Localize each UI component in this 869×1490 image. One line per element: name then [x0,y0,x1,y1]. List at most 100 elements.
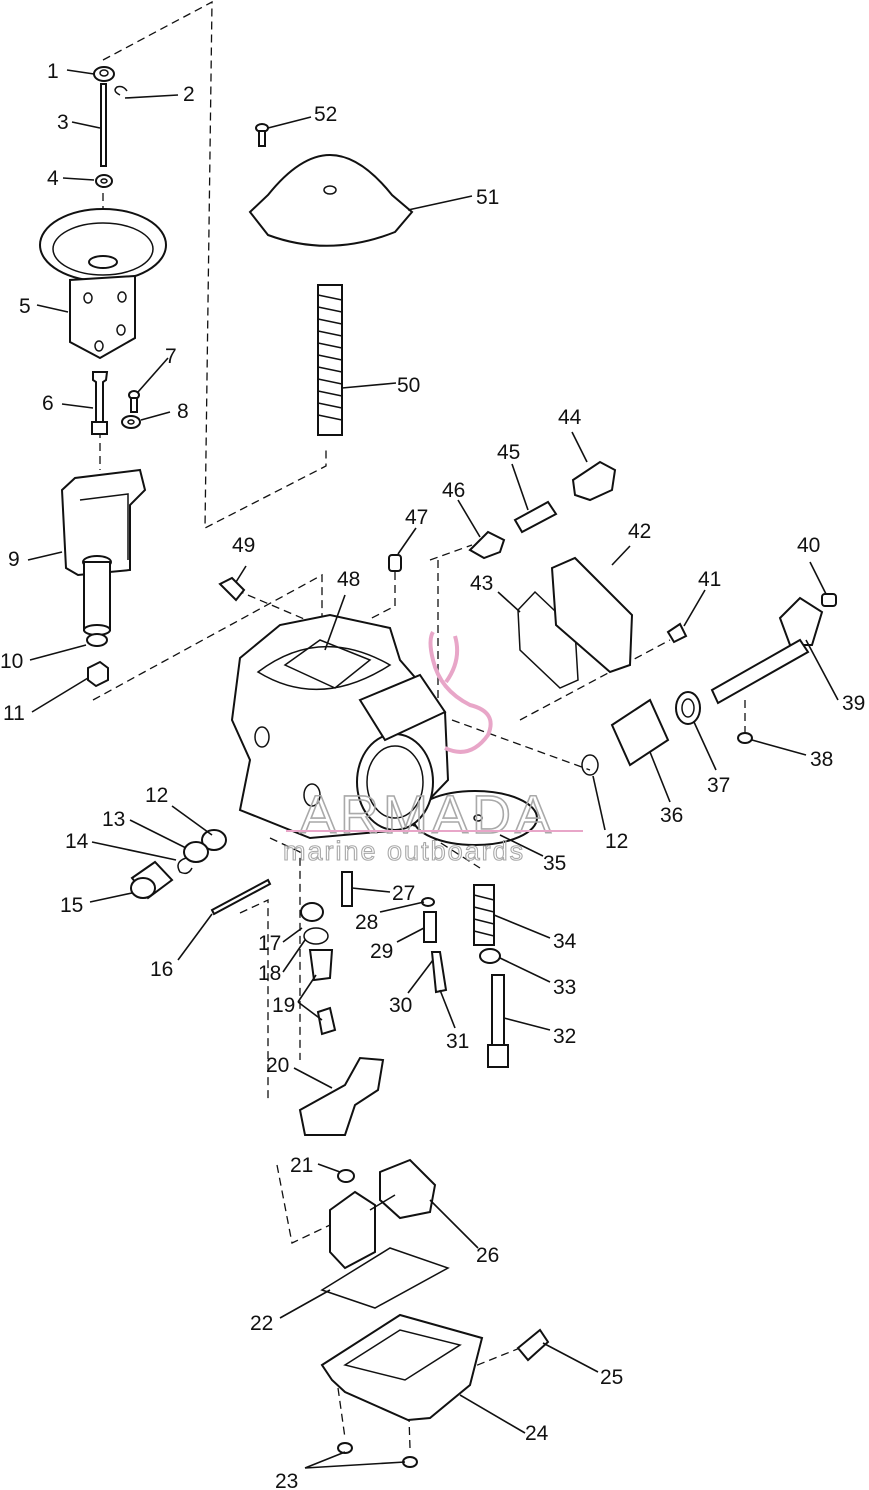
part-screw-27 [341,871,353,907]
part-washer-13 [183,841,209,863]
part-washer-10 [86,633,108,647]
callout-8: 8 [177,400,189,423]
part-washer-8 [121,415,141,429]
callout-48: 48 [337,568,360,591]
watermark-brand: ARMADA [300,785,555,845]
callout-13: 13 [102,808,125,831]
callout-11: 11 [3,702,25,725]
part-screw-32 [487,974,509,1068]
callout-44: 44 [558,406,582,429]
callout-32: 32 [553,1025,576,1048]
callout-39: 39 [842,692,865,715]
callout-19: 19 [272,994,295,1017]
part-nut-1 [93,66,115,82]
part-throttle-shaft-39 [710,596,824,705]
callout-50: 50 [397,374,420,397]
part-washer-33 [479,948,501,964]
part-slide-9 [60,468,147,636]
part-cover-42 [550,556,634,674]
part-spring-29 [423,911,437,943]
part-float-26 [329,1158,437,1270]
part-plunger-46 [468,530,506,560]
part-seal-12-left [201,829,227,851]
callout-10: 10 [0,650,23,673]
part-oring-18 [303,927,329,945]
callout-42: 42 [628,520,651,543]
callout-22: 22 [250,1312,273,1335]
callout-38: 38 [810,748,833,771]
part-screw-49 [218,576,246,602]
callout-17: 17 [258,932,281,955]
part-clip-2 [114,85,128,96]
part-clip-12-right [581,754,599,776]
callout-14: 14 [65,830,89,853]
part-bracket-20 [298,1056,385,1136]
callout-18: 18 [258,962,281,985]
part-plug-47 [388,554,402,572]
callout-2: 2 [183,83,195,106]
part-screw-21 [337,1169,355,1183]
callout-28: 28 [355,911,378,934]
callout-24: 24 [525,1422,549,1445]
part-float-bowl-24 [320,1313,484,1422]
part-spring-45 [513,500,558,534]
part-spring-36 [610,698,670,767]
part-diaphragm-5 [39,208,167,360]
callout-51: 51 [476,186,499,209]
part-cap-15 [130,860,174,900]
callout-16: 16 [150,958,173,981]
callout-37: 37 [707,774,730,797]
part-carburetor-body-48 [230,613,450,840]
callout-30: 30 [389,994,412,1017]
part-washer-4 [95,174,113,188]
callout-52: 52 [314,103,337,126]
callout-15: 15 [60,894,83,917]
part-screw-40 [821,593,837,607]
part-screw-52 [255,123,269,147]
part-screw-7 [128,390,140,413]
callout-27: 27 [392,882,415,905]
watermark-tagline: marine outboards [283,836,525,866]
part-spring-50 [317,284,343,436]
part-spring-34 [473,884,495,946]
callout-41: 41 [698,568,721,591]
callout-4: 4 [47,167,59,190]
callout-6: 6 [42,392,54,415]
part-clip-14 [177,857,193,875]
callout-43: 43 [470,572,493,595]
watermark: ARMADA marine outboards [282,630,583,867]
part-jet-needle-3 [100,83,107,167]
part-pin-16 [210,878,272,916]
part-seal-37 [675,691,701,725]
leader-lines [27,69,839,1469]
part-gasket-43 [517,590,579,689]
callout-25: 25 [600,1366,623,1389]
callout-34: 34 [553,930,577,953]
watermark-logo-icon [428,630,493,754]
part-needle-30 [430,951,448,994]
callout-35: 35 [543,852,566,875]
part-cap-44 [571,460,617,502]
part-needle-jet-6 [91,371,109,435]
part-spring-cap-51 [248,153,414,247]
callout-23: 23 [275,1470,298,1490]
callout-33: 33 [553,976,576,999]
callout-5: 5 [19,295,31,318]
callout-45: 45 [497,441,520,464]
callout-21: 21 [290,1154,313,1177]
callout-47: 47 [405,506,428,529]
callout-3: 3 [57,111,69,134]
callout-46: 46 [442,479,465,502]
callout-49: 49 [232,534,255,557]
callout-29: 29 [370,940,393,963]
callout-numbers: 1 2 3 4 5 6 7 8 9 10 11 12 12 13 14 15 1… [0,60,865,1490]
part-jet-19 [308,949,337,1036]
callout-36: 36 [660,804,683,827]
callout-9: 9 [8,548,20,571]
part-screw-38 [737,732,753,744]
part-screws-23 [337,1442,418,1468]
callout-1: 1 [47,60,59,83]
callout-31: 31 [446,1030,469,1053]
callout-12-left: 12 [145,784,168,807]
